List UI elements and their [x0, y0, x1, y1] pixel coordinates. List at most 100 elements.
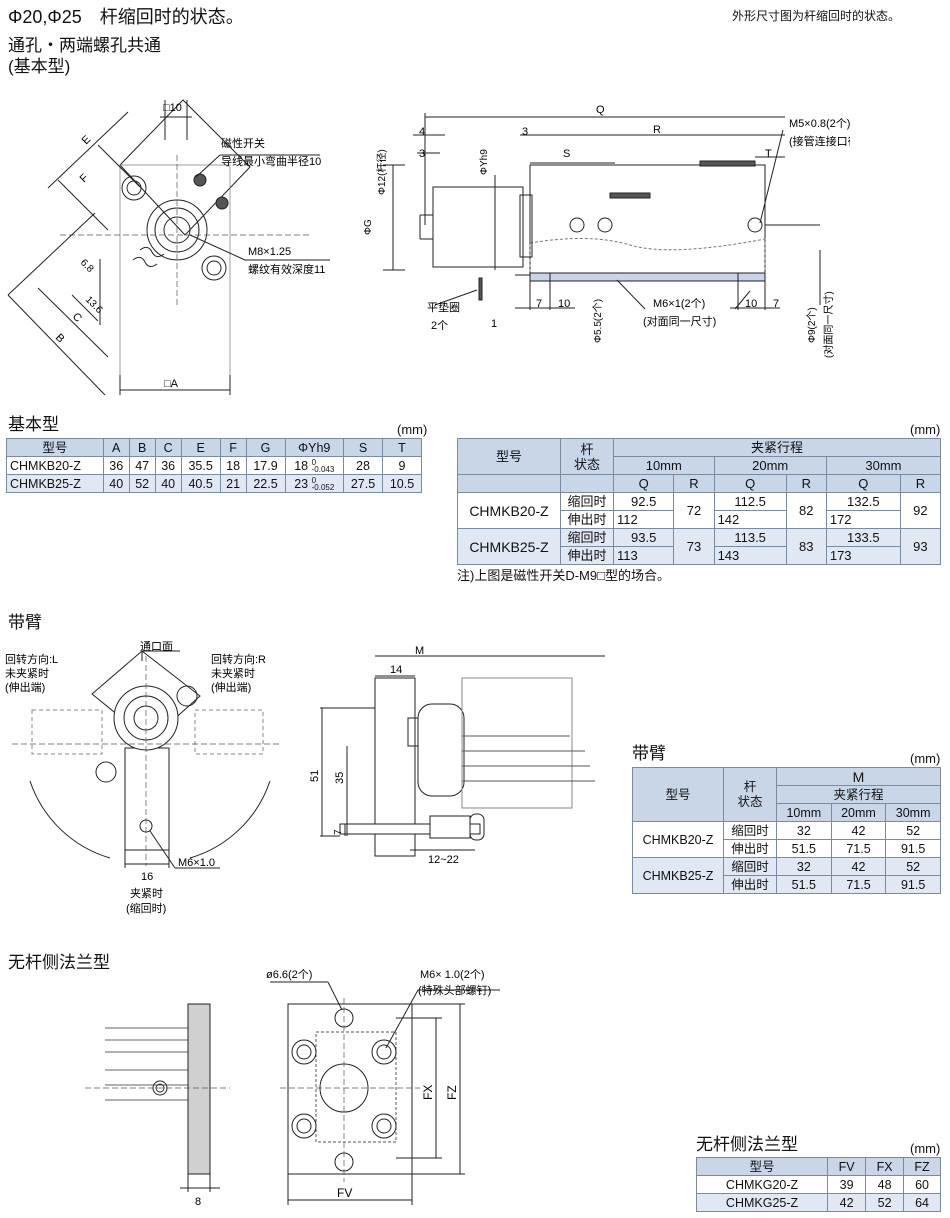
cell: 91.5: [885, 839, 941, 858]
label-washer-qty: 2个: [431, 319, 448, 332]
flange-table: 型号 FV FX FZ CHMKG20-Z 39 48 60 CHMKG25-Z…: [695, 1157, 941, 1212]
label-phi55: Φ5.5(2个): [592, 299, 604, 343]
dim-F: F: [78, 172, 91, 185]
table-row: CHMKB25-Z 缩回时 93.5 73 113.5 83 133.5 93: [457, 528, 942, 565]
col-header: FZ: [903, 1157, 941, 1176]
cell-state: 伸出时: [723, 875, 777, 894]
label-port-face: 通口面: [140, 640, 173, 653]
dim-7: 7: [333, 829, 344, 835]
cell-model: CHMKB20-Z: [632, 821, 724, 858]
col-r: R: [899, 474, 942, 493]
cell: 93: [899, 528, 942, 565]
arm-drawing: 回转方向:L 未夹紧时 (伸出端) 通口面 回转方向:R 未夹紧时 (伸出端) …: [5, 640, 605, 915]
col-header-10mm: 10mm: [613, 456, 715, 475]
cell: 132.5: [825, 492, 901, 511]
basic-table-unit: (mm): [397, 422, 428, 437]
table-row: CHMKB20-Z 36 47 36 35.5 18 17.9 18 0-0.0…: [6, 456, 423, 475]
cell: 52: [128, 474, 156, 493]
cell-state: 伸出时: [723, 839, 777, 858]
label-mag-switch: 磁性开关: [221, 136, 265, 150]
col-header: A: [102, 438, 130, 457]
cell: 32: [776, 857, 832, 876]
table-row: CHMKB25-Z 40 52 40 40.5 21 22.5 23 0-0.0…: [6, 474, 423, 493]
page-title: Φ20,Φ25 杆缩回时的状态。: [8, 7, 244, 27]
cell: 10.5: [381, 474, 423, 493]
flange-table-title: 无杆侧法兰型: [696, 1135, 798, 1154]
cell: 73: [673, 528, 715, 565]
table-row: 伸出时 112 142 172: [458, 510, 941, 529]
label-unclamped-l: 未夹紧时: [5, 667, 49, 680]
col-r: R: [673, 474, 715, 493]
col-header: B: [128, 438, 156, 457]
label-phiYh9: ΦYh9: [479, 149, 490, 175]
cell-model: CHMKG20-Z: [695, 1175, 829, 1194]
cell: 112.5: [713, 492, 787, 511]
cell-state: 缩回时: [723, 857, 777, 876]
label-min-bend: 导线最小弯曲半径10: [221, 154, 321, 168]
cell: 40: [102, 474, 130, 493]
cell-state: 伸出时: [560, 546, 614, 565]
dim-FZ: FZ: [445, 1085, 459, 1100]
label-m6: M6× 1.0(2个): [420, 968, 485, 981]
cell: 35.5: [180, 456, 221, 475]
dim-M: M: [415, 645, 424, 657]
dim-3-left: 3: [419, 148, 425, 160]
cell: 22.5: [245, 474, 286, 493]
col-q: Q: [713, 474, 787, 493]
basic-table-title: 基本型: [8, 415, 59, 434]
flange-drawing: ø6.6(2个) M6× 1.0(2个) (特殊头部螺钉) FX FZ FV 8: [85, 968, 500, 1208]
label-extend-r: (伸出端): [211, 680, 251, 694]
col-header: ΦYh9: [284, 438, 345, 457]
dim-12-22: 12~22: [428, 854, 459, 866]
basic-dimension-table: 型号 A B C E F G ΦYh9 S T CHMKB20-Z 36 47 …: [6, 438, 423, 493]
dim-4: 4: [419, 126, 425, 138]
arm-section-title: 带臂: [8, 613, 42, 632]
col-header: FX: [865, 1157, 905, 1176]
label-phi9-note: (对面同一尺寸): [822, 291, 835, 358]
col-header: F: [219, 438, 247, 457]
label-retracted: (缩回时): [126, 902, 166, 915]
dim-sq10: □10: [163, 102, 182, 114]
cell-model: CHMKB25-Z: [457, 528, 561, 565]
col-header: S: [343, 438, 383, 457]
cell: 36: [102, 456, 130, 475]
table-row: 伸出时 51.5 71.5 91.5: [633, 839, 941, 858]
table-row: 伸出时 113 143 173: [458, 546, 941, 565]
cell: 52: [865, 1193, 905, 1212]
label-phi12: Φ12(杆径): [375, 149, 388, 195]
section-subtitle: 通孔・两端螺孔共通: [8, 36, 161, 55]
cell: 36: [154, 456, 182, 475]
label-dir-l: 回转方向:L: [5, 652, 58, 666]
arm-table-title: 带臂: [632, 744, 666, 763]
table-row: CHMKG20-Z 39 48 60: [695, 1175, 941, 1194]
section-subtitle-type: (基本型): [8, 57, 71, 76]
col-header: 型号: [695, 1157, 829, 1176]
header-note: 外形尺寸图为杆缩回时的状态。: [732, 9, 901, 23]
cell: 71.5: [830, 839, 887, 858]
flange-section-title: 无杆侧法兰型: [8, 953, 110, 972]
dim-sqA: □A: [164, 378, 179, 390]
cell-state: 缩回时: [723, 821, 777, 840]
label-m6-note: (特殊头部螺钉): [418, 983, 491, 997]
cell: 133.5: [825, 528, 901, 547]
cell: 32: [776, 821, 832, 840]
dim-FX: FX: [421, 1085, 435, 1100]
dim-14: 14: [390, 664, 402, 676]
cell: 18: [219, 456, 247, 475]
dim-1: 1: [491, 318, 497, 330]
cell: 72: [673, 492, 715, 529]
cell: 40: [154, 474, 182, 493]
col-header-state: 杆 状态: [560, 438, 614, 475]
cell-yh9: 23 0-0.052: [284, 474, 345, 493]
table-row: CHMKB20-Z 缩回时 92.5 72 112.5 82 132.5 92: [457, 492, 942, 529]
cell: 21: [219, 474, 247, 493]
dim-7-left: 7: [536, 298, 542, 310]
table-row: 伸出时 51.5 71.5 91.5: [633, 875, 941, 894]
cell: 17.9: [245, 456, 286, 475]
end-view-drawing: □10 磁性开关 导线最小弯曲半径10 E F M8×1.25 螺纹有效深度11…: [7, 99, 330, 396]
cell: 42: [827, 1193, 867, 1212]
cell: 113: [612, 546, 675, 565]
col-header: FV: [827, 1157, 867, 1176]
cell: 93.5: [612, 528, 675, 547]
table-row: CHMKG25-Z 42 52 64: [695, 1193, 941, 1212]
